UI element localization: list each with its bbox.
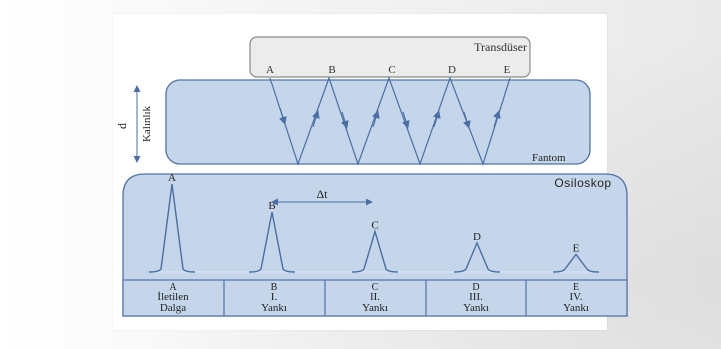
oscilloscope-label: Osiloskop [554, 176, 611, 190]
echo-peak-b [248, 212, 296, 273]
echo-peak-c [351, 229, 399, 273]
beam-arrow-up-1 [312, 110, 320, 128]
phantom-body [165, 79, 591, 165]
segment-e: E IV. Yankı [563, 282, 589, 314]
segment-e-letter: E [573, 282, 579, 293]
beam-arrow-down-3 [402, 111, 410, 129]
transducer-point-c: C [388, 64, 395, 76]
segment-a-letter: A [169, 282, 177, 293]
transducer-point-d: D [448, 64, 456, 76]
beam-arrow-up-2 [372, 110, 380, 128]
segment-d-letter: D [472, 282, 479, 293]
segment-b: B I. Yankı [261, 282, 287, 314]
segment-d-line2: Yankı [463, 302, 489, 314]
phantom: Fantom [165, 79, 591, 165]
delta-t-label: Δt [316, 187, 328, 201]
echo-peak-label-a: A [168, 172, 176, 184]
segment-c: C II. Yankı [362, 282, 388, 314]
segment-e-line1: IV. [570, 291, 583, 303]
segment-c-line1: II. [370, 291, 380, 303]
echo-peaks: A B C D E [148, 172, 600, 273]
oscilloscope: Osiloskop A B C D E Δt A İletilen Dalga B I.… [122, 172, 628, 317]
beam-arrow-down-2 [341, 111, 349, 129]
echo-peak-label-d: D [473, 231, 481, 243]
transducer-label: Transdüser [474, 40, 527, 54]
beam-arrow-up-4 [493, 110, 501, 128]
segment-c-letter: C [372, 282, 379, 293]
segment-a-line1: İletilen [157, 291, 189, 303]
segment-e-line2: Yankı [563, 302, 589, 314]
transducer-body [249, 36, 531, 78]
segment-b-line1: I. [271, 291, 278, 303]
segment-a: A İletilen Dalga [157, 282, 189, 314]
zigzag-beam [269, 76, 511, 166]
thickness-label: Kalınlık [141, 105, 153, 142]
echo-peak-a [148, 183, 196, 273]
thickness-symbol: d [115, 123, 129, 129]
echo-peak-e [552, 253, 600, 273]
transducer: Transdüser A B C D E [249, 36, 531, 78]
segment-d: D III. Yankı [463, 282, 489, 314]
transducer-point-b: B [328, 64, 335, 76]
segment-b-letter: B [271, 282, 278, 293]
beam-arrow-up-3 [433, 110, 441, 128]
echo-peak-label-b: B [268, 200, 275, 212]
echo-peak-label-c: C [371, 220, 378, 232]
transducer-point-a: A [266, 64, 274, 76]
segment-bar [122, 279, 628, 317]
phantom-label: Fantom [532, 152, 566, 164]
segment-b-line2: Yankı [261, 302, 287, 314]
beam-path [269, 76, 511, 166]
transducer-point-e: E [504, 64, 511, 76]
beam-arrow-down-1 [279, 107, 287, 125]
delta-t-indicator: Δt [271, 187, 373, 206]
beam-arrow-down-4 [463, 111, 471, 129]
segment-c-line2: Yankı [362, 302, 388, 314]
echo-peak-label-e: E [573, 242, 580, 254]
segment-d-line1: III. [469, 291, 483, 303]
echo-peak-d [453, 241, 501, 273]
segment-a-line2: Dalga [160, 302, 186, 314]
thickness-indicator: d Kalınlık [115, 85, 153, 163]
